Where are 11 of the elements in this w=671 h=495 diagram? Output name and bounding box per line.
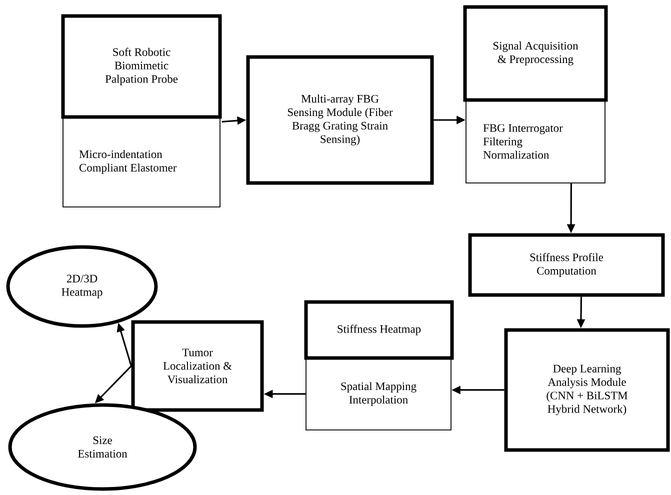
process-box: Micro-indentation Compliant Elastomer <box>62 116 220 208</box>
process-box: Stiffness Profile Computation <box>468 233 665 297</box>
process-box: Tumor Localization & Visualization <box>131 320 264 412</box>
process-box: Stiffness Heatmap <box>304 300 454 360</box>
process-box: Signal Acquisition & Preprocessing <box>463 5 608 102</box>
process-box: Deep Learning Analysis Module (CNN + BiLSTM Hybrid Network) <box>504 328 670 452</box>
process-box: Spatial Mapping Interpolation <box>306 358 452 430</box>
process-box: Soft Robotic Biomimetic Palpation Probe <box>61 14 222 119</box>
process-box: Multi-array FBG Sensing Module (Fiber Bragg Grating Strain Sensing) <box>246 55 434 185</box>
process-box: FBG Interrogator Filtering Normalization <box>466 100 606 184</box>
node-label: Size Estimation <box>78 436 128 458</box>
